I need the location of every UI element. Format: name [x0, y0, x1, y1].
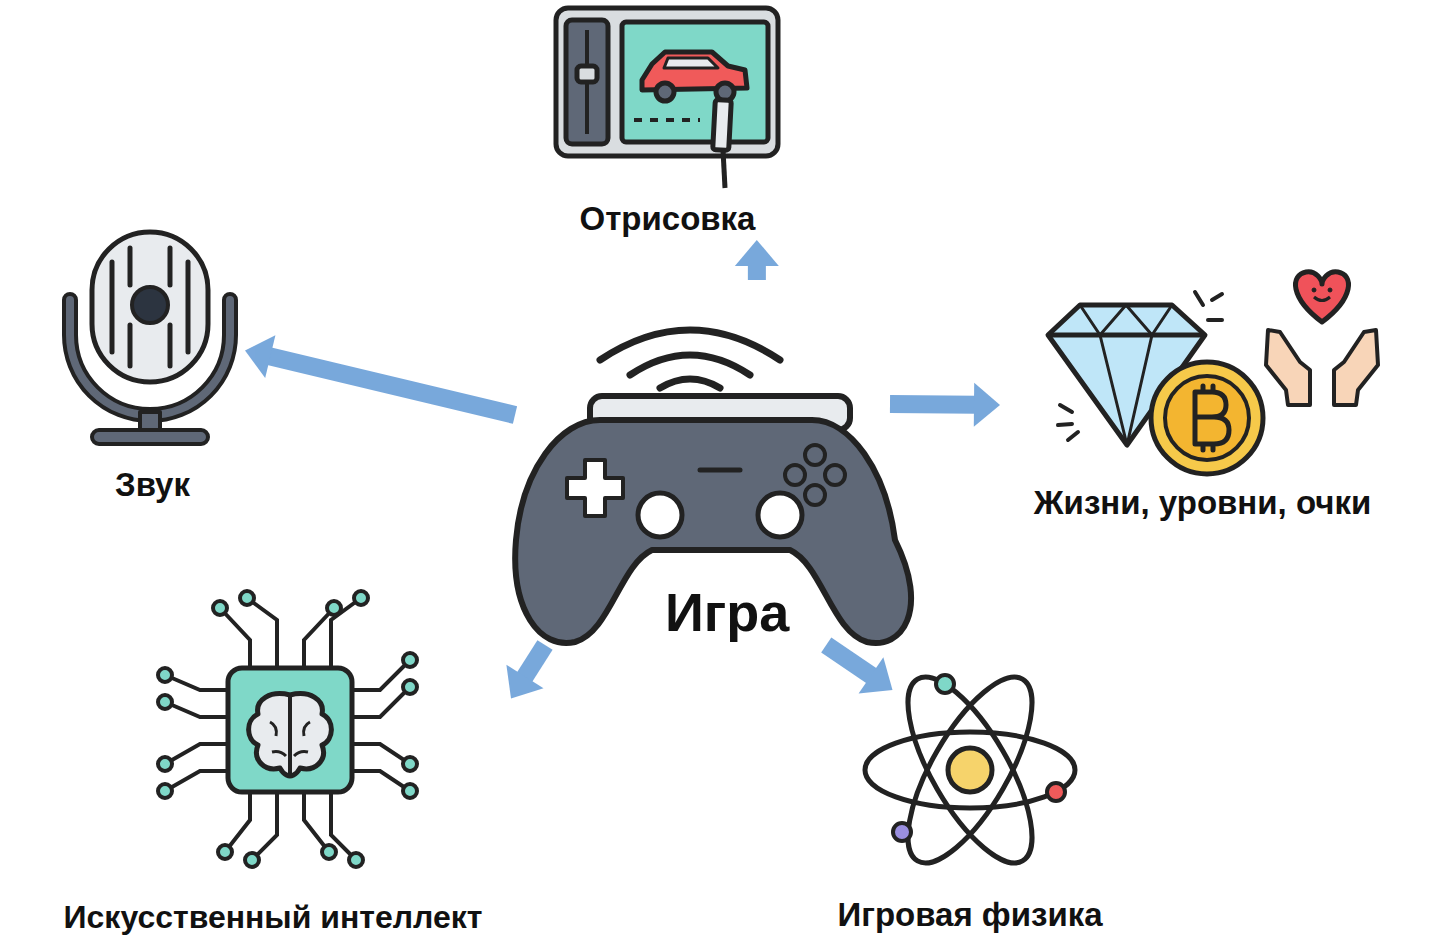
arrow-head: [506, 665, 543, 699]
arrow-head: [735, 240, 779, 266]
chip-wire: [331, 598, 361, 668]
chip-pin: [354, 591, 368, 605]
arrow-shaft: [268, 356, 515, 415]
atom-icon: [865, 660, 1075, 880]
arrow-head: [245, 335, 275, 378]
node-label: Искусственный интеллект: [64, 899, 483, 936]
node-label: Отрисовка: [580, 200, 756, 238]
chip-wire: [225, 792, 250, 852]
arrow-shaft: [524, 645, 545, 678]
arrow-shaft: [826, 645, 872, 677]
chip-pin: [349, 853, 363, 867]
arrow-head: [974, 383, 1000, 427]
node-label: Звук: [115, 466, 190, 504]
chip-pin: [218, 845, 232, 859]
gamepad-icon: [515, 330, 911, 643]
icon-node: Отрисовка: [550, 5, 785, 240]
arrow-shaft: [748, 264, 766, 280]
chip-wire: [165, 702, 228, 717]
chip-pin: [158, 757, 172, 771]
rewards-icon: [1048, 272, 1378, 474]
node-label: Игровая физика: [837, 896, 1102, 934]
icon-node: Звук: [60, 220, 245, 510]
chip-wire: [165, 744, 228, 764]
icon-node: Искусственный интеллект: [35, 595, 511, 940]
tablet-icon: [556, 8, 778, 188]
chip-wire: [252, 792, 277, 860]
chip-pin: [403, 653, 417, 667]
chip-wire: [247, 598, 277, 668]
chip-pin: [158, 695, 172, 709]
chip-pin: [403, 757, 417, 771]
icon-node: Игровая физика: [815, 690, 1125, 940]
microphone-icon: [70, 232, 230, 444]
node-label: Игра: [665, 581, 789, 643]
chip-wire: [304, 792, 329, 852]
chip-wire: [220, 608, 250, 668]
chip-wire: [352, 771, 410, 791]
chip-icon: [158, 591, 417, 867]
block-arrow: [506, 645, 545, 699]
chip-body: [228, 668, 352, 792]
icon-node: Жизни, уровни, очки: [1000, 285, 1405, 530]
block-arrow: [890, 383, 1000, 427]
chip-pin: [213, 601, 227, 615]
chip-pin: [403, 784, 417, 798]
block-arrow: [245, 335, 515, 415]
chip-pin: [245, 853, 259, 867]
chip-pin: [158, 668, 172, 682]
chip-wire: [352, 744, 410, 764]
arrow-shaft: [890, 395, 976, 414]
chip-pin: [403, 680, 417, 694]
icon-node: Игра: [515, 280, 890, 645]
node-label: Жизни, уровни, очки: [1034, 484, 1371, 522]
block-arrow: [735, 240, 779, 280]
chip-pin: [240, 591, 254, 605]
chip-pin: [158, 784, 172, 798]
chip-wire: [165, 675, 228, 690]
chip-wire: [331, 792, 356, 860]
arrow-head: [859, 657, 893, 693]
chip-wire: [352, 687, 410, 717]
chip-wire: [165, 771, 228, 791]
block-arrow: [826, 645, 892, 694]
chip-pin: [322, 845, 336, 859]
